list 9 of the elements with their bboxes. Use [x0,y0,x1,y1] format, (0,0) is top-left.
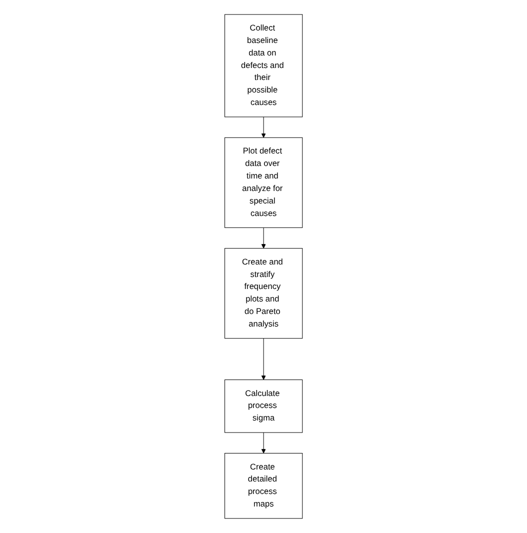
arrow [261,227,266,249]
arrow [261,432,266,454]
arrow [261,338,266,380]
node-box: Calculate process sigma [224,380,303,433]
node-box: Collect baseline data on defects and their possible causes [224,14,303,118]
node-box: Plot defect data over time and analyze for special causes [224,137,303,228]
node-box: Create and stratify frequency plots and do Pareto analysis [224,248,303,339]
arrow [261,116,266,138]
node-box: Create detailed process maps [224,453,303,519]
